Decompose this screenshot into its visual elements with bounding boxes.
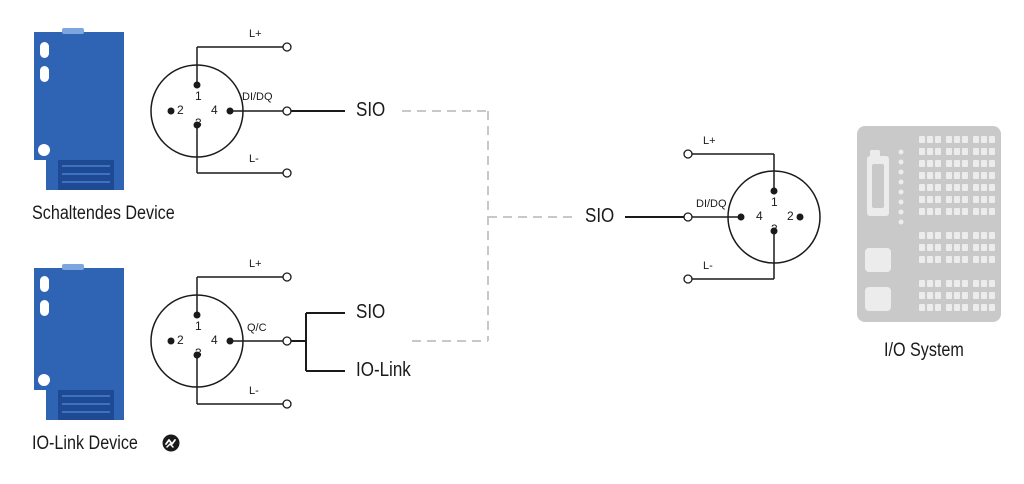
device1-signal-label: DI/DQ [242,91,273,103]
system-pin2-number: 2 [787,209,794,223]
device1-l-plus-label: L+ [249,28,262,40]
device1-l-minus-label: L- [249,153,259,165]
device2-caption: IO-Link Device [32,433,138,454]
device2-pin3-number: 3 [195,346,202,360]
system-l-plus-label: L+ [703,135,716,147]
device1-mode-sio: SIO [356,99,386,121]
device1-caption: Schaltendes Device [32,203,175,224]
device1-terminals [282,42,292,178]
device1-pin4-number: 4 [211,103,218,117]
system-l-minus-label: L- [703,260,713,272]
device2-connector [150,276,283,405]
device1-pins [167,81,234,129]
system-pins [737,187,804,235]
system-signal-label: DI/DQ [696,198,727,210]
device2-pin4-number: 4 [211,333,218,347]
switching-sensor-image [34,28,124,190]
system-connector [692,153,821,280]
device1-connector [150,46,283,174]
device2-mode-branch [291,312,345,372]
system-terminals [683,149,693,284]
system-caption: I/O System [884,340,964,361]
system-mode-sio: SIO [585,205,615,227]
io-link-sensor-image [34,264,124,420]
device1-pin2-number: 2 [177,103,184,117]
system-pin3-number: 3 [771,222,778,236]
device2-mode-sio: SIO [356,301,386,323]
device1-pin3-number: 3 [195,116,202,130]
device1-pin1-number: 1 [195,89,202,103]
device2-mode-io-link: IO-Link [356,359,411,381]
device2-pin2-number: 2 [177,333,184,347]
system-pin4-number: 4 [756,209,763,223]
device2-pin1-number: 1 [195,319,202,333]
system-pin1-number: 1 [771,195,778,209]
device2-l-plus-label: L+ [249,258,262,270]
io-system-module [857,126,1001,322]
device2-l-minus-label: L- [249,385,259,397]
io-link-logo-icon [162,434,180,452]
device2-signal-label: Q/C [247,322,267,334]
dashed-connection [402,110,572,342]
device2-pins [167,311,234,359]
device2-terminals [282,272,292,409]
